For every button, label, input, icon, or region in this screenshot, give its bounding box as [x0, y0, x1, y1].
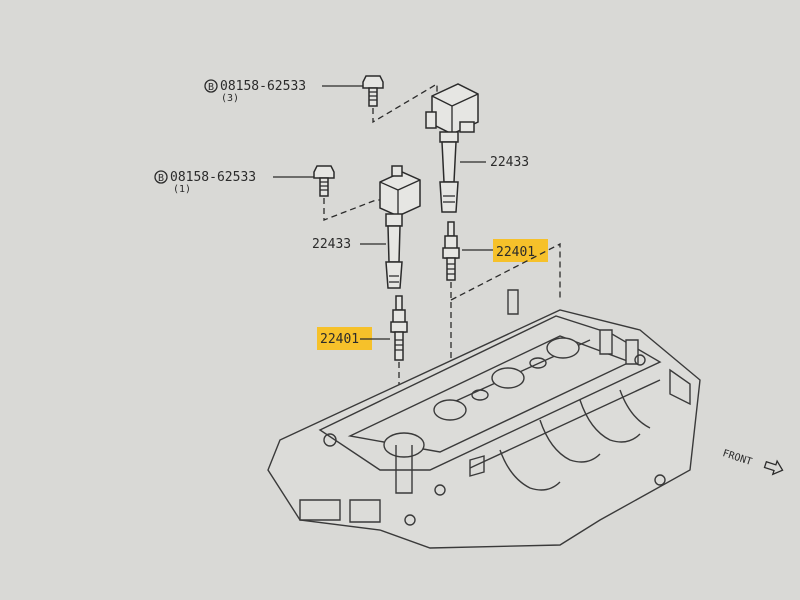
- bolt-lower-callout[interactable]: B 08158-62533 (1): [154, 170, 316, 195]
- spark-plug-upper: [442, 221, 460, 281]
- ignition-coil-lower: [379, 165, 421, 289]
- plug-lower-part-number: 22401: [320, 332, 359, 347]
- bolt-upper-leader: [372, 82, 438, 124]
- engine-cylinder-head: [267, 289, 701, 549]
- bolt-upper-symbol: B: [208, 82, 214, 93]
- bolt-upper: [362, 75, 384, 107]
- plug-upper-highlight: [493, 239, 548, 262]
- bolt-lower-symbol: B: [158, 173, 164, 184]
- coil-lower-callout[interactable]: 22433: [312, 237, 386, 252]
- bolt-symbol-circle: [154, 170, 168, 184]
- bolt-lower-part-number: 08158-62533: [170, 170, 256, 185]
- bolt-upper-quantity: (3): [221, 93, 239, 104]
- ignition-coil-upper: [425, 83, 479, 213]
- bolt-symbol-circle: [204, 79, 218, 93]
- coil-lower-part-number: 22433: [312, 237, 351, 252]
- bolt-lower-quantity: (1): [173, 184, 191, 195]
- plug-lower-highlight: [317, 327, 372, 350]
- front-cylinder-guide: [450, 242, 561, 301]
- coil-upper-part-number: 22433: [490, 155, 529, 170]
- spark-plug-lower: [390, 295, 408, 361]
- front-arrow-icon: [763, 459, 784, 476]
- bolt-lower: [313, 165, 335, 197]
- coil-upper-callout[interactable]: 22433: [460, 155, 529, 170]
- bolt-upper-part-number: 08158-62533: [220, 79, 306, 94]
- front-direction-indicator: FRONT: [721, 448, 784, 476]
- bolt-upper-callout[interactable]: B 08158-62533 (3): [204, 79, 366, 104]
- bolt-lower-leader: [323, 198, 388, 221]
- plug-upper-part-number: 22401: [496, 245, 535, 260]
- front-label: FRONT: [721, 448, 753, 468]
- plug-lower-callout[interactable]: 22401: [317, 327, 390, 350]
- plug-upper-callout[interactable]: 22401: [462, 239, 548, 262]
